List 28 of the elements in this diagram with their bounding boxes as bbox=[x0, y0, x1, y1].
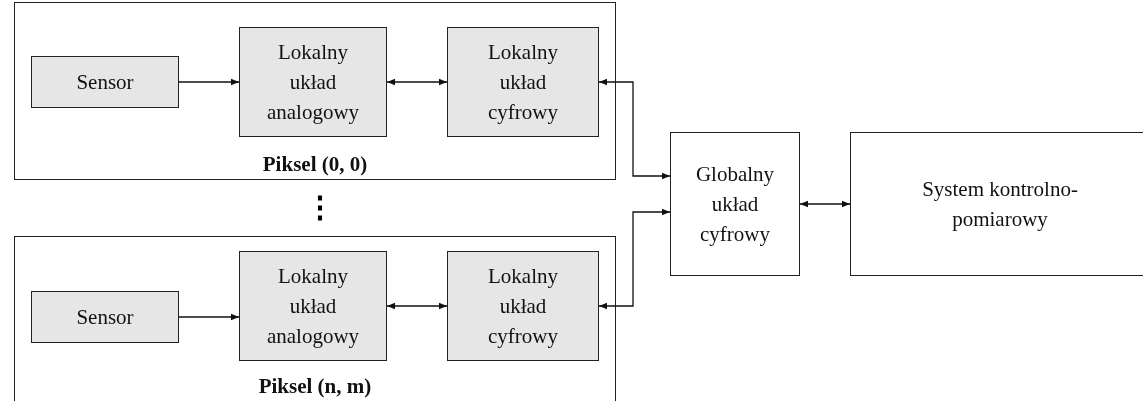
arrow bbox=[178, 313, 240, 321]
pixel-group-box bbox=[14, 236, 616, 401]
vertical-ellipsis: ⋮ bbox=[305, 192, 335, 222]
block-box bbox=[31, 291, 179, 343]
block-label: Lokalny układ analogowy bbox=[265, 39, 361, 126]
block-label: System kontrolno-pomiarowy bbox=[921, 176, 1079, 233]
block-box bbox=[239, 27, 387, 137]
arrow bbox=[598, 208, 671, 310]
block-label: Lokalny układ cyfrowy bbox=[487, 39, 559, 126]
arrow bbox=[386, 78, 448, 86]
pixel-group-box bbox=[14, 2, 616, 180]
arrow bbox=[386, 302, 448, 310]
block-box bbox=[850, 132, 1143, 276]
arrow bbox=[799, 200, 851, 208]
block-box bbox=[447, 27, 599, 137]
block-label: Globalny układ cyfrowy bbox=[694, 161, 776, 248]
block-box bbox=[239, 251, 387, 361]
block-label: Lokalny układ analogowy bbox=[265, 263, 361, 350]
block-label: Sensor bbox=[76, 304, 134, 331]
block-box bbox=[670, 132, 800, 276]
arrow bbox=[178, 78, 240, 86]
group-label: Piksel (n, m) bbox=[257, 373, 373, 400]
block-box bbox=[31, 56, 179, 108]
group-label: Piksel (0, 0) bbox=[261, 151, 369, 178]
block-box bbox=[447, 251, 599, 361]
block-label: Sensor bbox=[76, 69, 134, 96]
arrow bbox=[598, 78, 671, 180]
block-label: Lokalny układ cyfrowy bbox=[487, 263, 559, 350]
